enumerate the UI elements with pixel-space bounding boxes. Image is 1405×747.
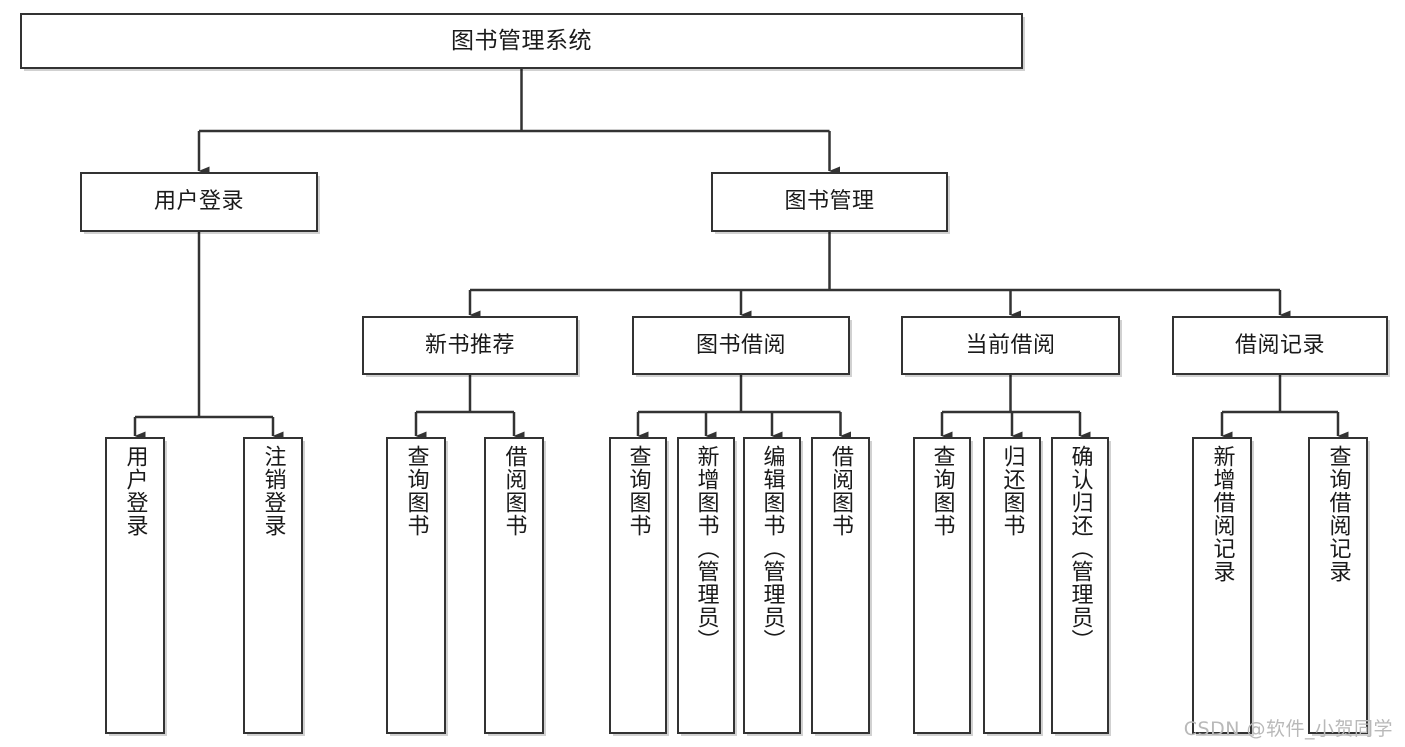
- node-leaf-return-book[interactable]: 归还图书: [983, 437, 1041, 734]
- node-label: 图书借阅: [695, 332, 786, 358]
- node-leaf-confirm-return[interactable]: 确认归还（管理员）: [1051, 437, 1109, 734]
- node-label: 归还图书: [999, 445, 1025, 537]
- node-label: 编辑图书（管理员）: [759, 445, 785, 652]
- node-label: 当前借阅: [965, 332, 1056, 358]
- node-label: 借阅图书: [828, 445, 854, 537]
- node-leaf-add-book[interactable]: 新增图书（管理员）: [677, 437, 735, 734]
- node-book-manage[interactable]: 图书管理: [711, 172, 948, 232]
- node-leaf-borrow-book-1[interactable]: 借阅图书: [484, 437, 544, 734]
- node-leaf-query-book-1[interactable]: 查询图书: [386, 437, 446, 734]
- watermark-text: CSDN @软件_小贺同学: [1183, 718, 1393, 740]
- node-label: 新书推荐: [424, 332, 515, 358]
- node-leaf-borrow-book-2[interactable]: 借阅图书: [811, 437, 870, 734]
- node-leaf-logout[interactable]: 注销登录: [243, 437, 303, 734]
- node-label: 查询图书: [929, 445, 955, 537]
- node-new-book-rec[interactable]: 新书推荐: [362, 316, 578, 375]
- node-label: 借阅图书: [501, 445, 527, 537]
- node-label: 查询图书: [625, 445, 651, 537]
- node-label: 图书管理系统: [451, 27, 592, 54]
- node-leaf-edit-book[interactable]: 编辑图书（管理员）: [743, 437, 801, 734]
- node-label: 查询图书: [403, 445, 429, 537]
- node-current-borrow[interactable]: 当前借阅: [901, 316, 1120, 375]
- node-label: 用户登录: [122, 445, 148, 537]
- node-book-borrow[interactable]: 图书借阅: [632, 316, 850, 375]
- node-label: 用户登录: [153, 189, 244, 215]
- node-leaf-query-book-3[interactable]: 查询图书: [913, 437, 971, 734]
- node-root-system[interactable]: 图书管理系统: [20, 13, 1023, 69]
- node-label: 借阅记录: [1234, 332, 1325, 358]
- node-label: 确认归还（管理员）: [1067, 445, 1093, 652]
- node-label: 查询借阅记录: [1325, 445, 1351, 583]
- node-leaf-user-login[interactable]: 用户登录: [105, 437, 165, 734]
- node-label: 注销登录: [260, 445, 286, 537]
- node-label: 新增图书（管理员）: [693, 445, 719, 652]
- node-leaf-query-record[interactable]: 查询借阅记录: [1308, 437, 1368, 734]
- node-user-login[interactable]: 用户登录: [80, 172, 318, 232]
- node-borrow-record[interactable]: 借阅记录: [1172, 316, 1388, 375]
- node-leaf-add-record[interactable]: 新增借阅记录: [1192, 437, 1252, 734]
- node-leaf-query-book-2[interactable]: 查询图书: [609, 437, 667, 734]
- node-label: 图书管理: [784, 189, 875, 215]
- node-label: 新增借阅记录: [1209, 445, 1235, 583]
